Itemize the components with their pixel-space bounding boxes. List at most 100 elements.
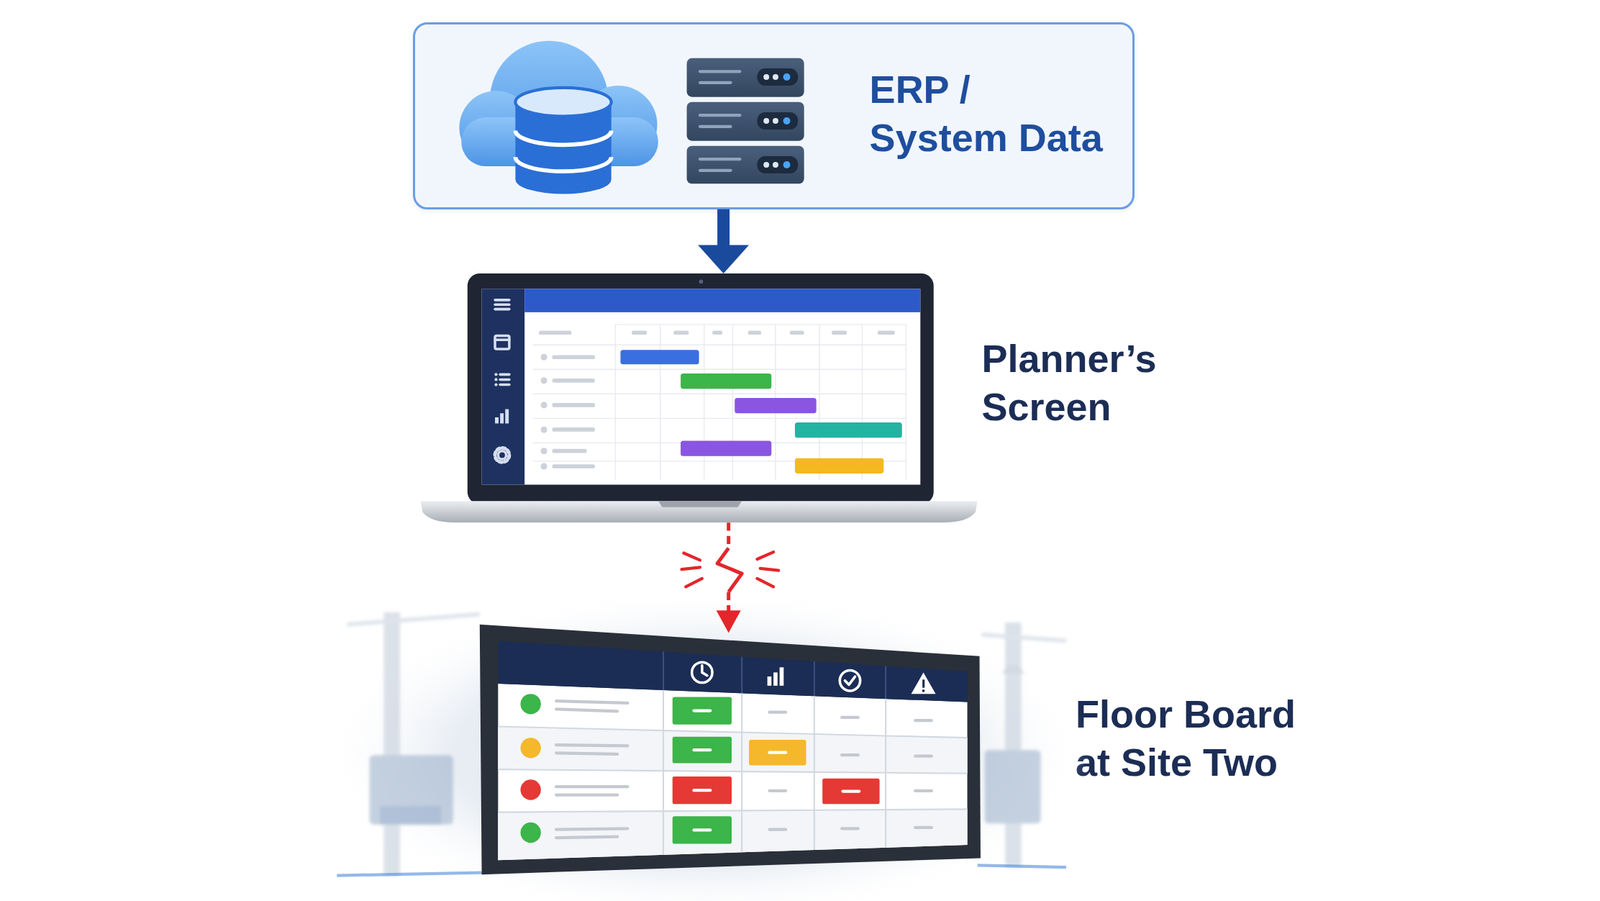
laptop-illustration [905,324,907,480]
laptop-illustration [533,344,907,346]
server-stack-icon [700,157,740,161]
floor-board-illustration [497,808,967,812]
factory-background [981,634,1067,642]
database-icon [515,156,611,172]
floor-board-illustration [844,676,855,685]
floor-board-illustration [841,753,859,757]
server-stack-icon [756,156,798,174]
laptop-illustration [673,330,689,335]
floor-board-illustration [556,708,618,711]
floor-board-illustration [748,739,806,765]
laptop-illustration [615,324,616,480]
laptop-illustration [789,330,805,335]
laptop-illustration [494,417,499,424]
floor-board-illustration [520,822,541,843]
laptop-illustration [467,273,934,504]
laptop-illustration [500,378,510,382]
floor-board-illustration [497,726,967,774]
connector-line [717,548,742,593]
floor-board-illustration [915,718,932,722]
floor-board-illustration [694,708,711,712]
floor-board-illustration [497,689,967,855]
floor-board-illustration [922,689,926,693]
server-stack-icon [700,69,740,73]
laptop-illustration [500,383,510,387]
laptop-illustration [541,376,548,384]
laptop-illustration [500,412,504,424]
laptop-illustration [538,330,895,470]
server-stack-icon [763,74,779,168]
laptop-illustration [861,324,863,480]
floor-board-illustration [769,789,786,793]
floor-board-illustration [911,671,936,694]
laptop-illustration [494,335,510,349]
floor-board-illustration [741,656,743,694]
laptop-illustration [620,349,699,365]
laptop-illustration [533,460,907,462]
floor-board-illustration [556,784,628,788]
floor-board-illustration [884,698,887,848]
server-stack-icon [700,169,731,172]
laptop-illustration [533,324,907,480]
laptop-illustration [494,447,510,462]
floor-board-illustration [694,710,860,831]
floor-board-illustration [692,661,713,683]
factory-background [346,612,1067,876]
server-stack-icon [700,113,740,117]
server-stack-icon [687,102,805,142]
floor-board-illustration [497,640,967,702]
floor-board-illustration [839,670,860,691]
floor-board-illustration [662,689,665,855]
laptop-illustration [680,441,772,457]
floor-board-illustration [694,788,711,792]
server-stack-icon [756,68,798,174]
laptop-illustration [794,458,884,474]
database-icon [515,87,611,117]
database-icon [515,87,611,194]
laptop-illustration [541,462,548,470]
factory-background [369,754,454,824]
server-stack-icon [783,161,791,169]
laptop-illustration [659,324,661,480]
factory-background [316,586,1093,901]
laptop-illustration [658,500,742,508]
laptop-illustration [541,353,548,361]
cloud-icon [579,85,658,164]
server-stack-icon [756,68,798,86]
floor-board-illustration [663,651,886,699]
server-stack-icon [763,117,770,124]
laptop-illustration [551,402,595,408]
server-stack-icon [687,146,805,184]
break-sparks [683,552,700,560]
laptop-illustration [631,330,647,335]
factory-background [346,614,480,625]
broken-link-arrow [716,522,742,633]
floor-board-illustration [556,752,618,754]
server-stack-icon [687,58,805,98]
floor-board-illustration [915,825,932,829]
floor-board-illustration [922,679,925,688]
floor-board-illustration [773,671,778,685]
floor-board-illustration [556,828,628,829]
floor-board-illustration [672,696,732,724]
laptop-illustration [551,448,587,454]
laptop-illustration [420,500,978,523]
floor-board-illustration [497,769,967,774]
laptop-illustration [831,330,847,335]
floor-board-illustration [769,751,786,754]
floor-board-illustration [915,754,932,758]
floor-board-illustration [843,789,860,793]
server-stack-icon [687,58,805,184]
laptop-illustration [877,330,895,335]
floor-board-illustration [556,700,932,838]
floor-board-illustration [884,666,887,700]
cloud-icon [458,90,533,165]
break-sparks [756,578,774,587]
cloud-icon [458,41,658,167]
floor-board-illustration [556,792,618,796]
laptop-illustration [494,307,510,311]
break-sparks [685,578,703,587]
break-sparks [682,551,780,587]
